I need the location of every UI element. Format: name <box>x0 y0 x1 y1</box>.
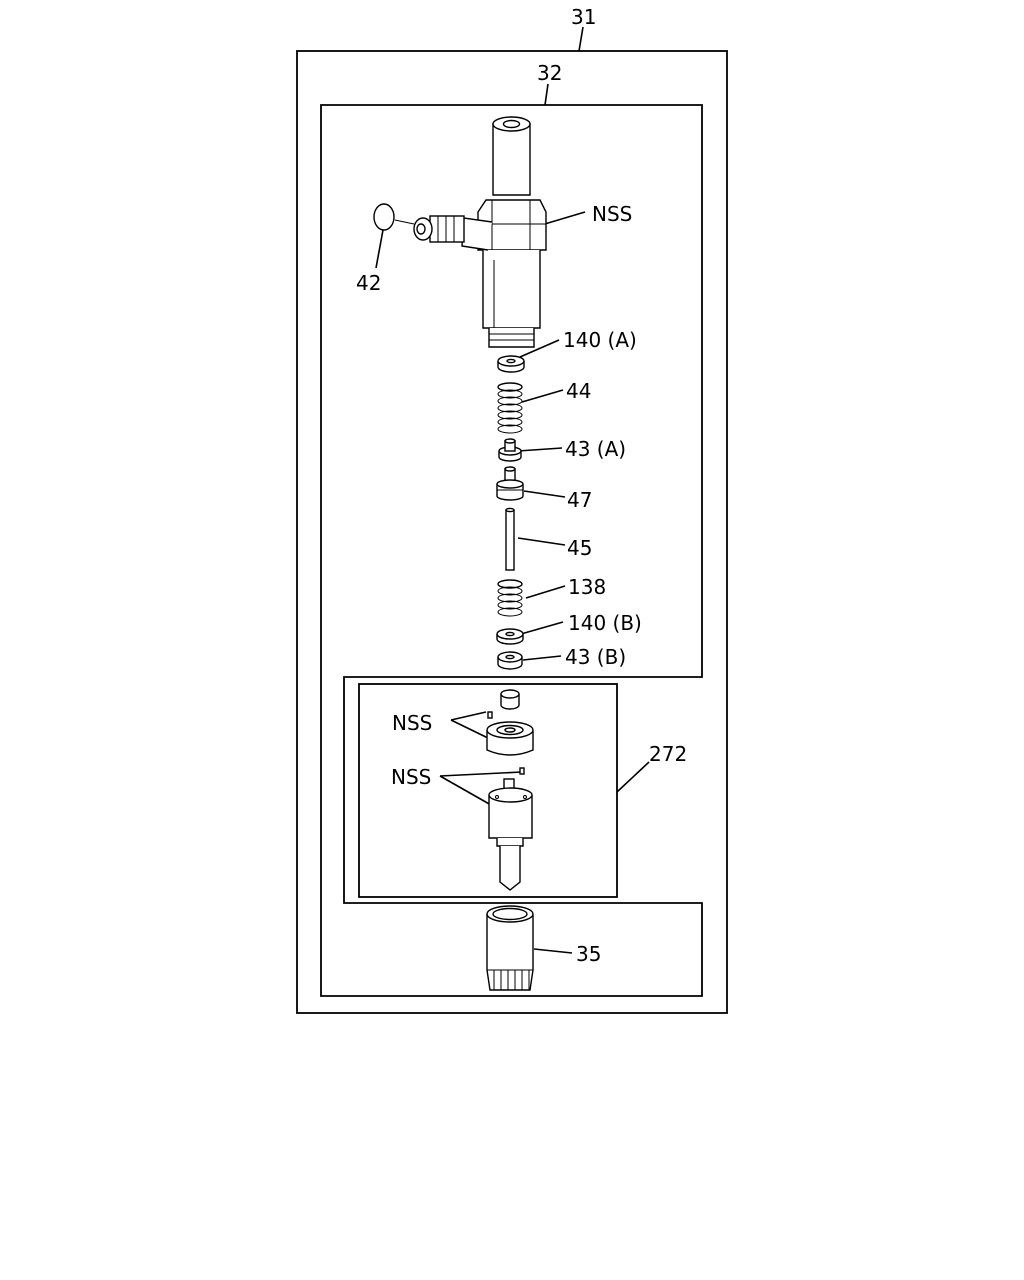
callout-nss-body: NSS <box>592 202 632 226</box>
holder-assembly-frame <box>320 104 703 997</box>
leader-272 <box>616 761 650 793</box>
callout-140a: 140 (A) <box>563 328 637 352</box>
callout-35: 35 <box>576 942 601 966</box>
seat-43b <box>497 651 523 670</box>
leader-47 <box>523 490 566 498</box>
oring-42 <box>373 203 395 231</box>
callout-kit-nss-lower: NSS <box>391 765 431 789</box>
callout-44: 44 <box>566 379 591 403</box>
nozzle-kit-frame <box>358 683 618 898</box>
leader-43b <box>522 655 562 661</box>
leader-kit-nss-lower-a <box>439 771 523 777</box>
oring-alignment-line <box>394 219 415 225</box>
callout-kit-nss-upper: NSS <box>392 711 432 735</box>
callout-43a: 43 (A) <box>565 437 626 461</box>
callout-43b: 43 (B) <box>565 645 626 669</box>
leader-kit-nss-upper-a <box>450 711 487 721</box>
callout-272: 272 <box>649 742 687 766</box>
callout-42: 42 <box>356 271 381 295</box>
leader-42 <box>375 229 384 269</box>
leader-45 <box>517 537 566 546</box>
retaining-nut-35 <box>486 905 534 991</box>
outer-assembly-frame <box>296 50 728 1014</box>
leader-kit-nss-lower-b <box>439 775 492 806</box>
callout-32: 32 <box>537 61 562 85</box>
leader-140a <box>519 339 560 358</box>
nozzle-holder-body <box>413 116 547 348</box>
spring-138 <box>497 579 523 617</box>
leader-140b <box>520 621 564 635</box>
leader-32 <box>544 83 549 106</box>
leader-138 <box>525 585 566 599</box>
callout-138: 138 <box>568 575 606 599</box>
push-rod-45 <box>505 507 515 571</box>
nozzle-kit-parts <box>486 689 534 891</box>
washer-140a <box>497 355 525 373</box>
leader-kit-nss-upper-b <box>450 719 491 740</box>
seat-43a <box>498 438 522 462</box>
callout-47: 47 <box>567 488 592 512</box>
callout-31: 31 <box>571 5 596 29</box>
spring-44 <box>497 382 523 434</box>
leader-43a <box>517 447 563 452</box>
callout-45: 45 <box>567 536 592 560</box>
leader-31 <box>578 26 584 52</box>
leader-44 <box>521 389 564 403</box>
leader-35 <box>533 948 573 954</box>
callout-140b: 140 (B) <box>568 611 642 635</box>
washer-140b <box>496 628 524 645</box>
spring-seat-47 <box>496 466 524 501</box>
